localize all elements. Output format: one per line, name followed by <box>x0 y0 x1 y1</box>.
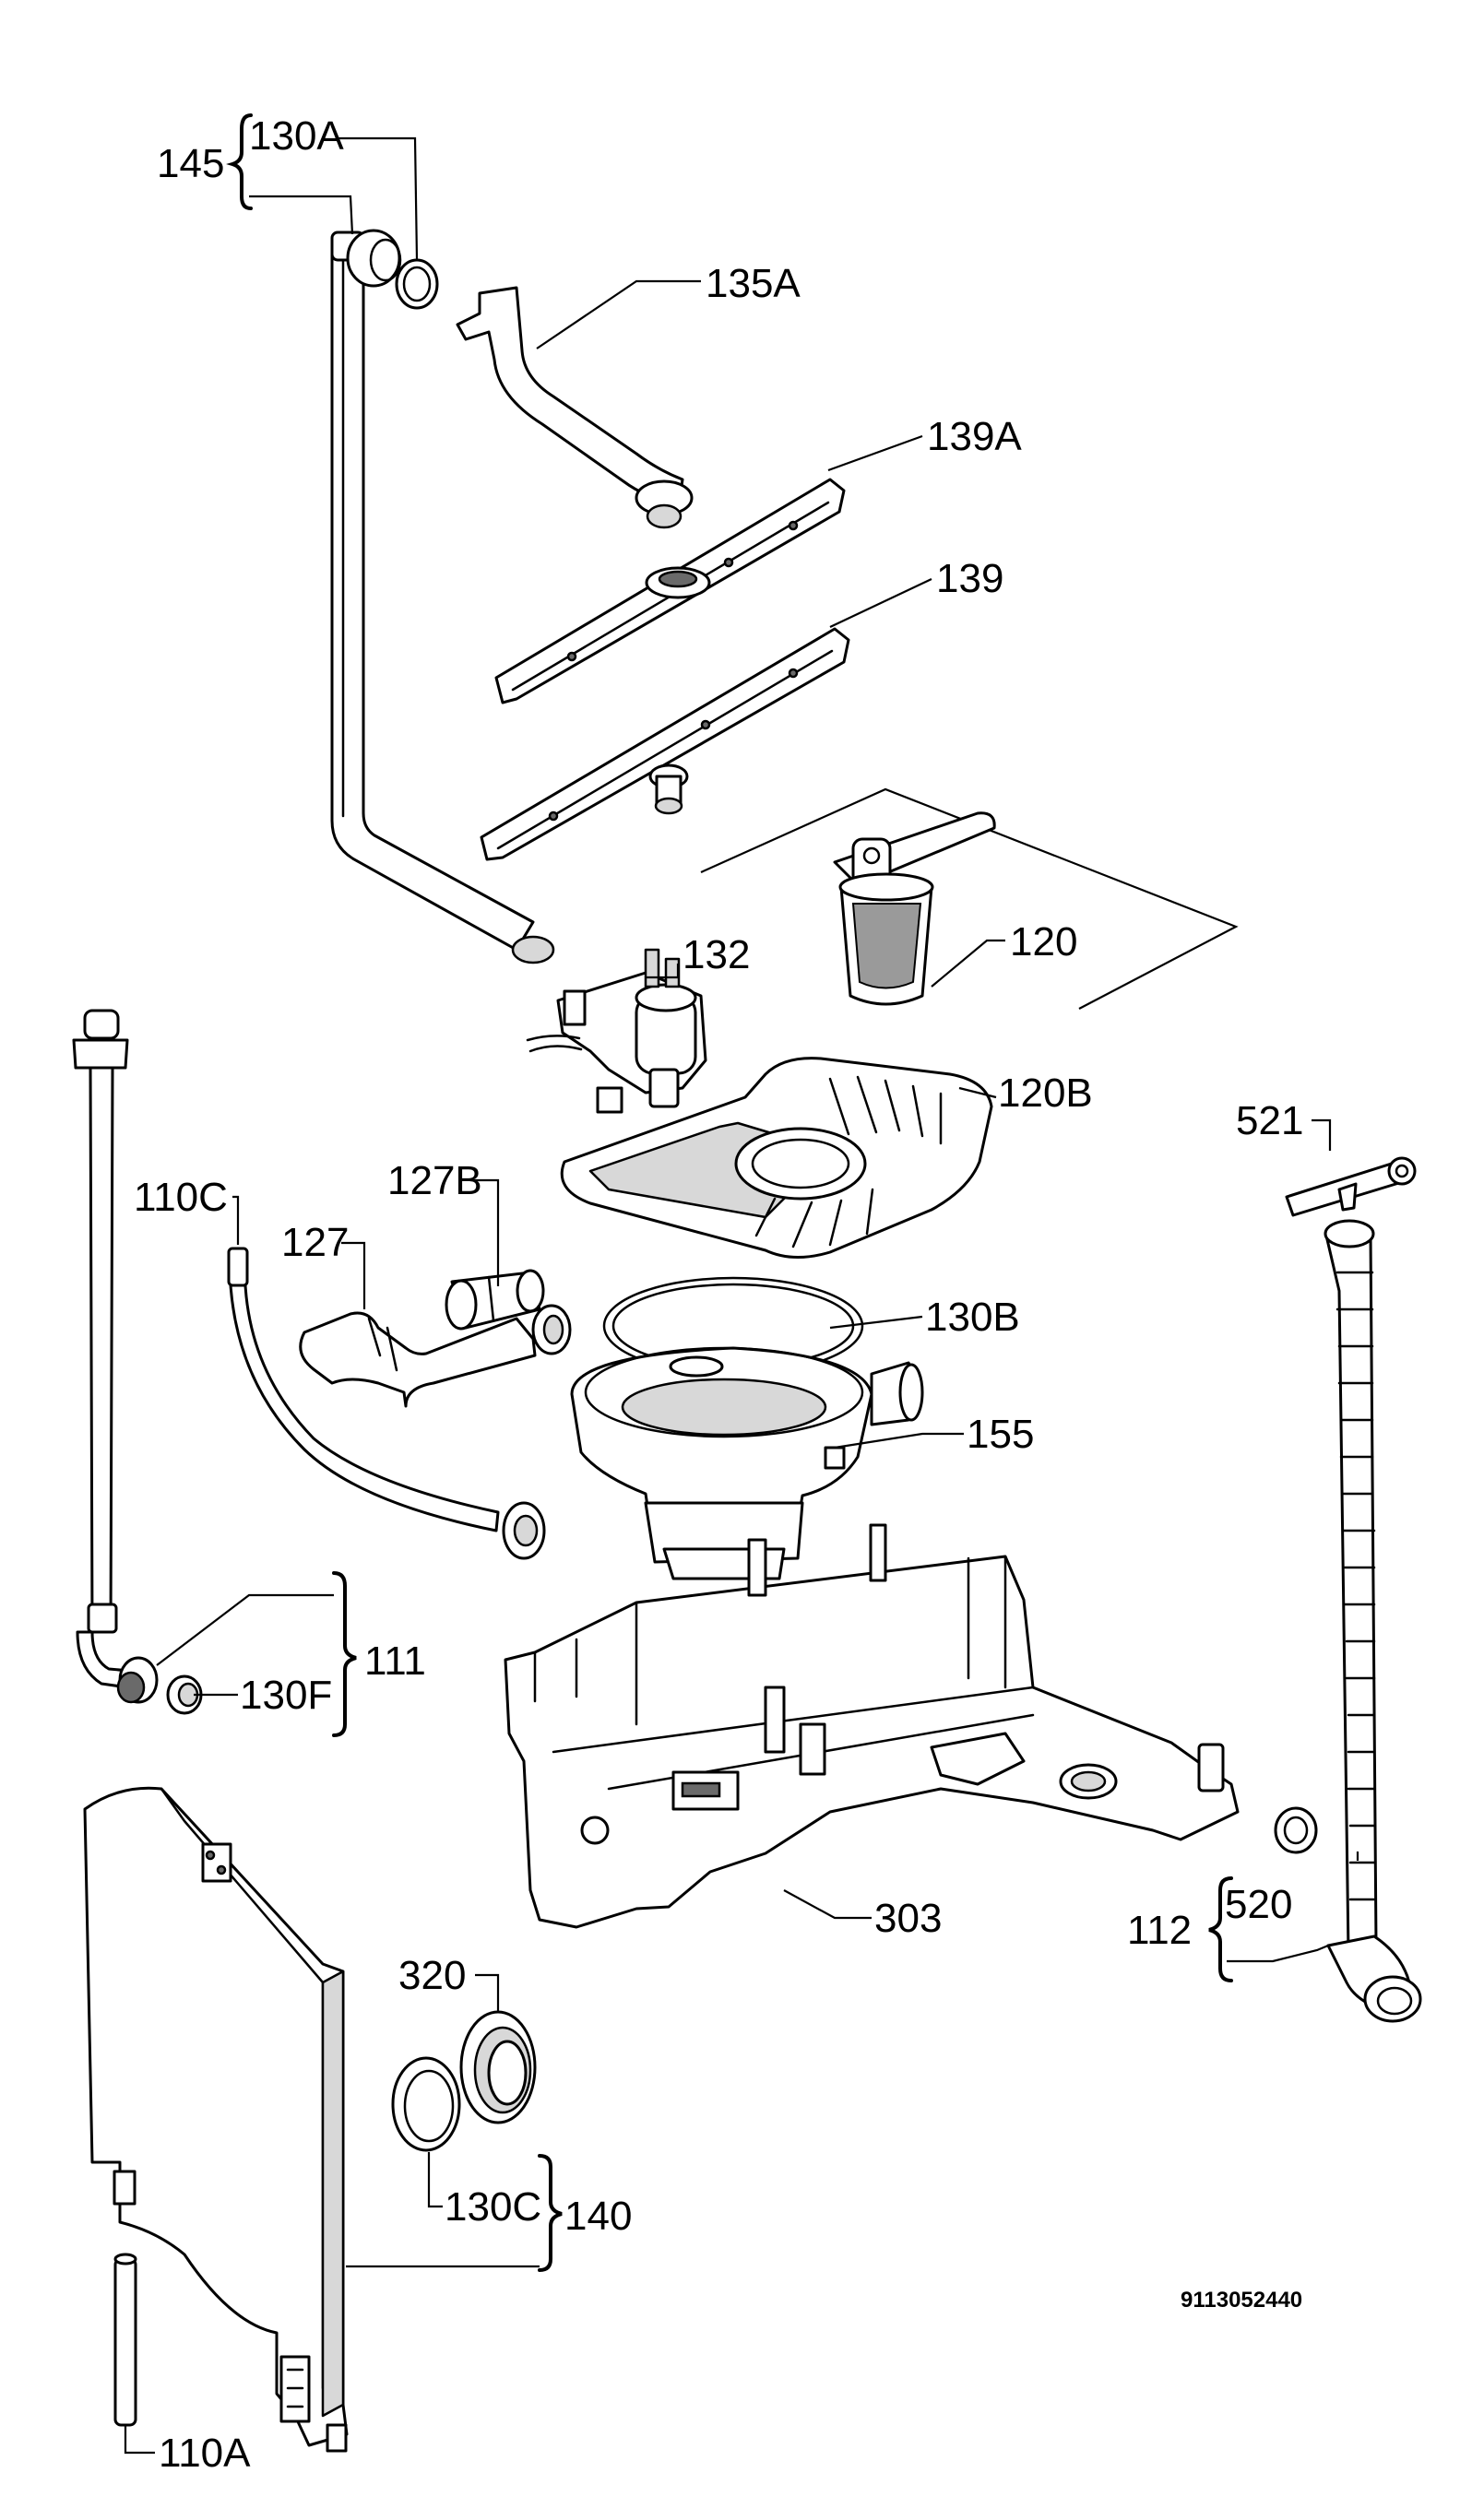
part-110c-thin-hose <box>227 1247 546 1560</box>
part-320-seal <box>459 2010 537 2124</box>
brace-111 <box>332 1571 357 1737</box>
part-135a-upper-arm-pipe <box>456 286 694 529</box>
drawing-code: 9113052440 <box>1181 2288 1302 2313</box>
label-521: 521 <box>1236 1098 1303 1143</box>
label-127b: 127B <box>387 1158 482 1203</box>
label-127: 127 <box>281 1220 349 1265</box>
part-139-lower-spray-arm <box>480 627 850 861</box>
part-111-fill-hose <box>72 1009 159 1704</box>
part-127-curved-hose <box>299 1304 572 1408</box>
label-139: 139 <box>936 556 1003 601</box>
part-112-drain-hose <box>1324 1219 1422 2023</box>
label-130f: 130F <box>240 1673 332 1718</box>
label-110c: 110C <box>134 1175 228 1220</box>
part-130a-o-ring <box>395 258 439 310</box>
label-120b: 120B <box>998 1071 1093 1116</box>
part-labels: 145 130A 135A 139A 139 120 132 120B 521 … <box>134 113 1303 2476</box>
part-521-bracket <box>1285 1156 1417 1217</box>
part-139a-upper-spray-arm <box>494 478 846 704</box>
label-145: 145 <box>157 141 224 186</box>
part-110a-rod <box>113 2253 137 2427</box>
part-155-sump <box>570 1346 924 1580</box>
brace-140 <box>538 2154 563 2272</box>
part-140-side-panel <box>83 1786 349 2453</box>
label-320: 320 <box>398 1953 466 1998</box>
label-130c: 130C <box>445 2184 541 2230</box>
part-520-hose-clamp <box>1274 1806 1318 1854</box>
brace-112 <box>1208 1876 1233 1982</box>
label-303: 303 <box>874 1896 942 1941</box>
part-120-filter <box>700 787 1239 1010</box>
part-303-base <box>504 1523 1240 1929</box>
part-132-valve-assembly <box>526 948 707 1114</box>
label-520: 520 <box>1225 1882 1292 1927</box>
part-120b-filter-plate <box>560 1057 993 1260</box>
label-155: 155 <box>967 1412 1034 1457</box>
label-132: 132 <box>683 932 750 977</box>
part-145-supply-pipe <box>330 229 555 964</box>
brace-145 <box>226 113 253 210</box>
part-130c-ring <box>391 2056 461 2152</box>
part-127b-connector <box>445 1269 545 1331</box>
label-130a: 130A <box>249 113 344 159</box>
label-140: 140 <box>564 2194 632 2239</box>
label-112: 112 <box>1127 1908 1192 1953</box>
leader-lines <box>124 136 1359 2455</box>
label-135a: 135A <box>706 261 801 306</box>
label-130b: 130B <box>925 1295 1020 1340</box>
label-120: 120 <box>1010 919 1077 964</box>
label-110a: 110A <box>159 2431 251 2476</box>
label-139a: 139A <box>927 414 1022 459</box>
label-111: 111 <box>364 1639 426 1684</box>
